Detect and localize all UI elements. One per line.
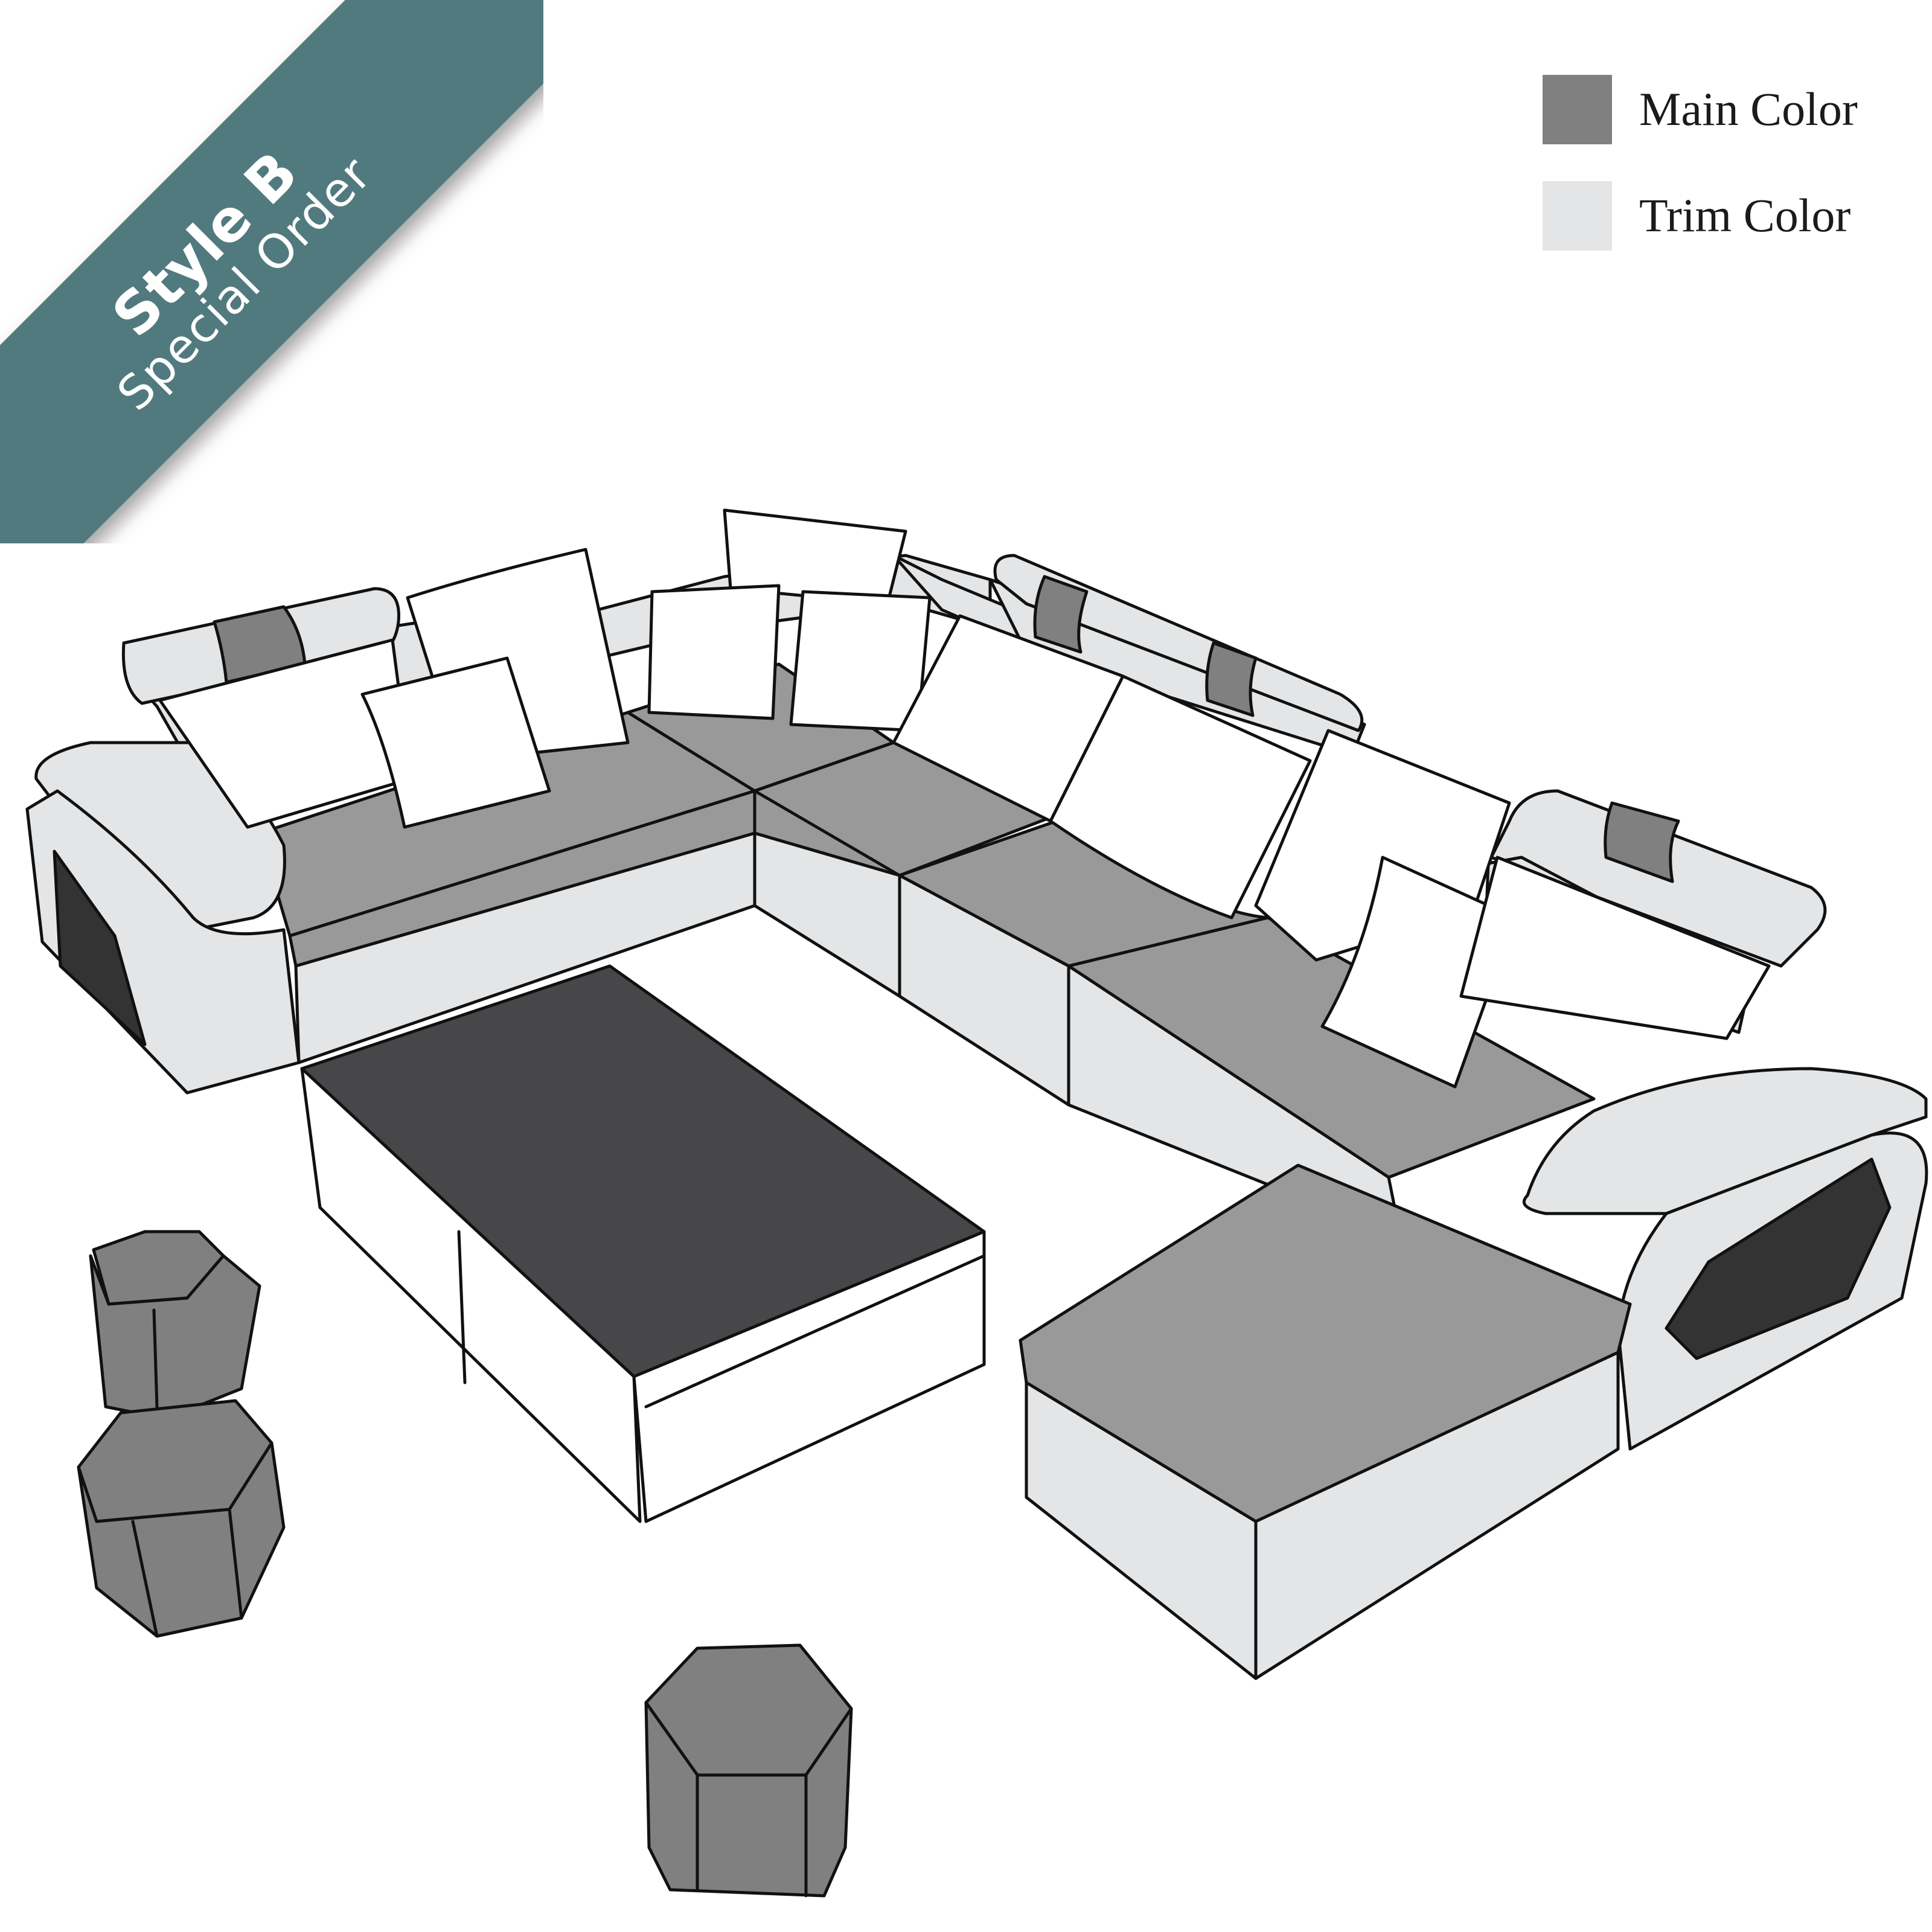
ottoman-1 xyxy=(89,1230,261,1421)
chaise-section xyxy=(1019,1163,1632,1680)
legend-item-main: Main Color xyxy=(1543,74,1858,145)
ottoman-3 xyxy=(644,1643,853,1898)
corner-badge: Style B Special Order xyxy=(0,0,543,543)
legend-label: Main Color xyxy=(1639,83,1858,135)
legend-label: Trim Color xyxy=(1639,189,1851,242)
ottomans xyxy=(77,1230,853,1898)
main-color-swatch xyxy=(1543,74,1612,144)
coffee-table xyxy=(300,964,986,1523)
ottoman-2 xyxy=(77,1399,286,1638)
style-ribbon: Style B Special Order xyxy=(0,0,543,543)
color-legend: Main Color Trim Color xyxy=(1543,74,1858,286)
pillows xyxy=(158,508,1771,1089)
legend-item-trim: Trim Color xyxy=(1543,180,1858,251)
right-back-section xyxy=(753,554,1596,1239)
trim-color-swatch xyxy=(1543,181,1612,251)
